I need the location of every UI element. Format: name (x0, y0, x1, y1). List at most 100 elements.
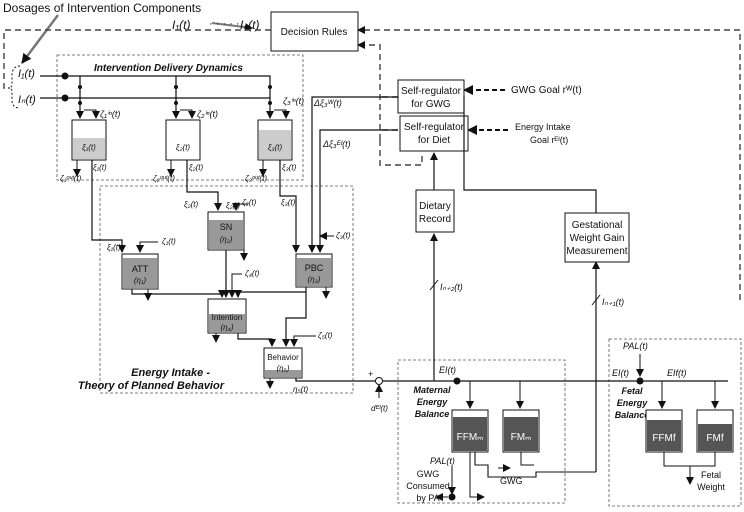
dietary-record-box (415, 189, 455, 233)
gwg-pa-line1: GWG (417, 469, 440, 479)
self-regulator-diet-box (399, 115, 469, 152)
pal-maternal-label: PAL(t) (430, 456, 455, 466)
in-top-label: Iₙ(t) (240, 18, 259, 32)
measurement-to-regulator (463, 97, 597, 213)
zeta2-in-arrow (180, 109, 196, 119)
zeta1-in-label: ζ₁ⁱⁿ(t) (100, 109, 120, 119)
fetal-line2: Weight (697, 482, 725, 492)
feedback-right-dashed (357, 26, 741, 300)
intention-to-behavior (237, 333, 276, 347)
fetal-sum (663, 452, 716, 467)
feb-line1: Fetal (621, 386, 643, 396)
in1-label: Iₙ₊₁(t) (602, 297, 624, 307)
switch-in2 (429, 279, 439, 291)
pbc-to-behavior (282, 292, 307, 347)
att-label: ATT (132, 264, 149, 274)
gwm-line2: Weight Gain (570, 233, 625, 244)
ffm-m-label: FFMₘ (457, 432, 484, 443)
xi1-to-att (91, 160, 126, 253)
ei-goal-line2: Goal rᴱᴵ(t) (530, 135, 568, 145)
xi3-to-pbc (279, 160, 300, 253)
xi3-pbc-label: ξ₃(t) (281, 198, 296, 207)
delta-w-to-pbc (308, 96, 398, 253)
i1-top-label: I₁(t) (172, 18, 190, 32)
regulator-to-decision-dashed (357, 41, 381, 140)
delta-ei-to-pbc (316, 129, 398, 253)
decision-rules-box (270, 11, 359, 52)
gwg-arrow-label: GWG (500, 476, 523, 486)
tank-xi1-label: ξ₁(t) (82, 143, 96, 152)
decision-output-dashed (3, 29, 271, 89)
diet-loop-dashed (379, 140, 423, 166)
eta2-label: (η₂) (220, 235, 233, 244)
zeta1-arrow (136, 241, 158, 253)
pa-valve (448, 493, 456, 501)
dietary-line1: Dietary (419, 201, 451, 212)
dosages-label: Dosages of Intervention Components (3, 1, 201, 15)
idd-title: Intervention Delivery Dynamics (94, 63, 243, 74)
ffm-m-out (469, 452, 485, 501)
dietary-line2: Record (419, 214, 451, 225)
ei-maternal-label: EI(t) (439, 365, 456, 375)
zeta5-arrow (290, 335, 316, 347)
xi3-out-label: ξ₃(t) (282, 163, 297, 172)
dosage-pointer-arrow (21, 14, 59, 64)
tank-xi2 (165, 119, 201, 161)
fm-f-label: FMf (706, 433, 723, 444)
xi2-out-label: ξ₂(t) (189, 163, 204, 172)
zeta2-arrow (232, 203, 248, 211)
feb-line3: Balance (615, 410, 650, 420)
gwg-pa-line3: by PA (416, 493, 439, 503)
meb-line1: Maternal (413, 385, 451, 395)
disturbance-label: dᴱᴵ(t) (371, 404, 388, 413)
dots-top-label: · · · · · (209, 18, 240, 30)
dosage-top-arrow (211, 22, 253, 32)
zeta3-label: ζ₃(t) (336, 231, 351, 240)
sn-label: SN (220, 222, 233, 232)
xi2-sn-label: ξ₂(t) (226, 201, 241, 210)
ei-goal-line1: Energy Intake (515, 122, 571, 132)
zeta5-label: ζ₅(t) (318, 331, 333, 340)
gwm-line1: Gestational (572, 220, 623, 231)
sr-gwg-line2: for GWG (411, 99, 451, 110)
in2-label: Iₙ₊₂(t) (440, 282, 463, 292)
tpb-title-line1: Energy Intake - (131, 367, 210, 379)
in-left-label: Iₙ(t) (18, 94, 36, 106)
gwg-pa-line2: Consumed (406, 481, 450, 491)
sr-gwg-line1: Self-regulator (401, 86, 462, 97)
zeta3-in-label: ζ₃ⁱⁿ(t) (283, 96, 304, 106)
energy-intake-line (295, 378, 728, 382)
pal-fetal-label: PAL(t) (623, 341, 648, 351)
fetal-valve (636, 377, 644, 385)
input-line-1 (40, 75, 274, 119)
valve-markers (61, 72, 272, 105)
zeta3-out-label: ζ₃ᵒᵘᵗ(t) (245, 174, 267, 183)
tank-xi3-label: ξ₃(t) (268, 143, 283, 152)
delta-ei-label: Δξ₃ᴱᴵ(t) (322, 139, 351, 149)
switch-in1 (591, 294, 601, 306)
decision-rules-label: Decision Rules (281, 27, 348, 38)
behavior-label: Behavior (267, 353, 299, 362)
summing-junction (375, 377, 383, 385)
gwg-goal-label: GWG Goal rᵂ(t) (511, 85, 582, 96)
gwm-line3: Measurement (566, 246, 627, 257)
plus-sign: + (368, 369, 373, 379)
zeta2-out-label: ζ₂ᵒᵘᵗ(t) (153, 174, 175, 183)
fetal-line1: Fetal (701, 470, 721, 480)
zeta1-out-label: ζ₁ᵒᵘᵗ(t) (60, 174, 82, 183)
meb-line2: Energy (417, 397, 449, 407)
gwg-path (474, 452, 596, 478)
eta5-out-label: η₅(t) (293, 385, 309, 394)
meb-line3: Balance (415, 409, 450, 419)
xi2-to-sn (186, 160, 222, 211)
eif-label: EIf(t) (667, 368, 687, 378)
zeta3-in-arrow (274, 109, 290, 119)
pbc-label: PBC (305, 263, 324, 273)
tpb-title-line2: Theory of Planned Behavior (78, 380, 225, 392)
maternal-valve (453, 377, 461, 385)
eta5-label: (η₅) (277, 364, 290, 373)
ei-fetal-label: EI(t) (612, 368, 629, 378)
self-regulator-gwg-box (397, 79, 465, 114)
